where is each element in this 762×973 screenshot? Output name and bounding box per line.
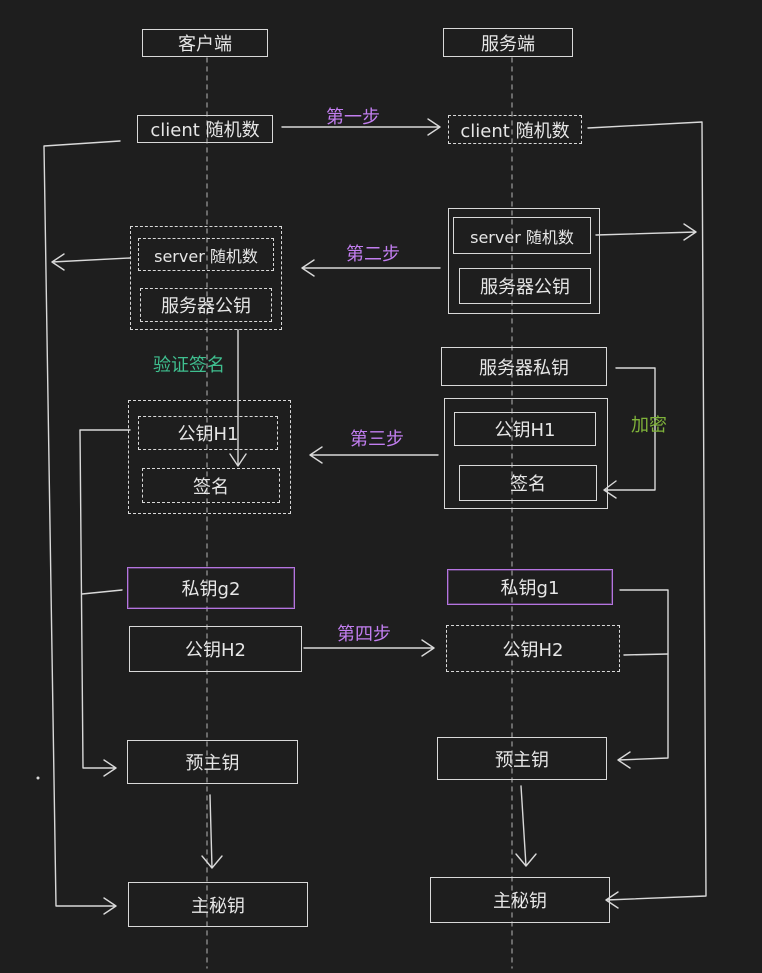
server-random-label: server 随机数 — [470, 227, 574, 247]
server-pubkey-h1-box: 公钥H1 — [454, 412, 596, 446]
encrypt-arrow — [603, 367, 656, 499]
server-cert-group — [448, 208, 600, 314]
client-master-box: 主秘钥 — [128, 882, 308, 927]
client-server-random-box: server 随机数 — [138, 238, 274, 271]
server-random-box: server 随机数 — [453, 217, 591, 254]
encrypt-label: 加密 — [631, 415, 667, 436]
server-privkey-label: 服务器私钥 — [479, 357, 569, 379]
server-header: 服务端 — [443, 28, 573, 57]
client-received-signature-group — [128, 400, 291, 514]
verify-signature-label: 验证签名 — [153, 355, 225, 376]
client-premaster-box: 预主钥 — [127, 740, 298, 784]
h2-to-premaster-line — [623, 653, 669, 656]
server-signature-group — [444, 398, 608, 509]
g2-to-premaster-line — [81, 589, 123, 595]
g1-to-premaster-line — [617, 589, 669, 769]
server-privkey-g1-label: 私钥g1 — [500, 578, 560, 599]
client-server-pubkey-box: 服务器公钥 — [140, 288, 272, 322]
client-server-pubkey-label: 服务器公钥 — [161, 296, 251, 317]
server-privkey-box: 服务器私钥 — [441, 347, 607, 386]
server-master-line — [587, 121, 707, 909]
client-header-label: 客户端 — [178, 34, 232, 55]
server-client-random-label: client 随机数 — [460, 120, 570, 142]
client-pubkey-h1-label: 公钥H1 — [177, 424, 239, 445]
step2-label: 第二步 — [346, 244, 400, 265]
h1-to-premaster-line — [79, 429, 131, 777]
client-pubkey-h2-label: 公钥H2 — [185, 640, 246, 661]
client-random-box: client 随机数 — [137, 115, 273, 143]
step3-label: 第三步 — [350, 429, 404, 450]
client-signature-box: 签名 — [142, 468, 280, 503]
step3-arrow — [309, 446, 439, 464]
server-premaster-to-master-arrow — [515, 785, 537, 867]
step4-label: 第四步 — [337, 624, 391, 645]
step4-arrow — [303, 639, 435, 657]
step2-arrow — [301, 259, 441, 277]
client-premaster-to-master-arrow — [201, 794, 223, 869]
server-premaster-box: 预主钥 — [437, 737, 607, 780]
client-signature-label: 签名 — [193, 476, 229, 498]
server-random-left-arrow — [51, 253, 131, 271]
server-pubkey-h2-box: 公钥H2 — [446, 625, 620, 672]
client-premaster-label: 预主钥 — [185, 753, 240, 774]
server-client-random-box: client 随机数 — [448, 115, 582, 144]
client-privkey-g2-label: 私钥g2 — [181, 579, 241, 600]
server-random-right-arrow — [595, 223, 697, 241]
server-pubkey-label: 服务器公钥 — [480, 277, 570, 298]
server-privkey-g1-box: 私钥g1 — [447, 569, 613, 605]
step1-arrow — [281, 118, 441, 136]
verify-arrow — [229, 329, 247, 467]
client-master-label: 主秘钥 — [191, 895, 245, 917]
client-received-cert-group — [130, 226, 282, 330]
server-master-box: 主秘钥 — [430, 877, 610, 923]
server-premaster-label: 预主钥 — [495, 749, 549, 771]
server-signature-box: 签名 — [459, 465, 597, 501]
stray-dot — [36, 776, 40, 780]
server-header-label: 服务端 — [481, 33, 535, 55]
client-random-to-master-line — [43, 140, 121, 915]
step1-label: 第一步 — [326, 107, 380, 128]
server-pubkey-h1-label: 公钥H1 — [494, 420, 556, 441]
server-signature-label: 签名 — [510, 474, 546, 495]
client-server-random-label: server 随机数 — [154, 246, 258, 266]
server-pubkey-box: 服务器公钥 — [459, 268, 591, 304]
server-pubkey-h2-label: 公钥H2 — [502, 639, 564, 661]
client-random-label: client 随机数 — [150, 120, 260, 141]
client-header: 客户端 — [142, 29, 268, 57]
client-pubkey-h1-box: 公钥H1 — [138, 416, 278, 450]
server-master-label: 主秘钥 — [493, 891, 547, 912]
client-privkey-g2-box: 私钥g2 — [127, 567, 295, 609]
client-pubkey-h2-box: 公钥H2 — [129, 626, 302, 672]
